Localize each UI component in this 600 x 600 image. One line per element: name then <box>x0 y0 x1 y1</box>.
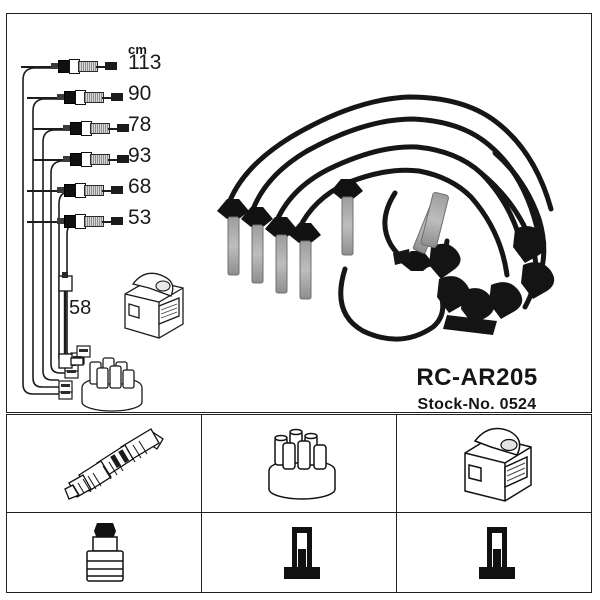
measurement-row: 90 <box>17 82 187 111</box>
legend-cell-spark-plug-boot <box>6 512 202 593</box>
wire-lead-graphic <box>17 178 127 204</box>
legend-cell-terminal-connector-right <box>396 512 592 593</box>
product-name: RC-AR205 <box>416 364 538 391</box>
ignition-wire-set-photo <box>195 69 595 354</box>
wire-lead-graphic <box>17 116 129 142</box>
measurement-length-label: 90 <box>128 82 152 105</box>
measurement-length-label: 93 <box>128 144 152 167</box>
wire-lead-graphic <box>17 147 129 173</box>
legend-cell-ignition-coil <box>396 414 592 513</box>
spark-plug-boot-icon <box>79 521 133 587</box>
measurement-row: 68 <box>17 175 187 204</box>
legend-cell-spark-plug <box>6 414 202 513</box>
short-lead-58 <box>51 272 131 372</box>
main-diagram-panel: cm <box>6 13 592 413</box>
terminal-connector-icon <box>280 525 324 583</box>
measurement-length-label: 113 <box>128 51 162 74</box>
measurement-length-label: 53 <box>128 206 152 229</box>
spark-plug-icon <box>35 425 175 503</box>
terminal-connector-icon <box>475 525 519 583</box>
measurement-row: 53 <box>17 206 187 235</box>
ignition-coil <box>115 266 193 344</box>
wire-lead-graphic <box>17 85 127 111</box>
measurement-length-label: 78 <box>128 113 152 136</box>
distributor-cap-icon <box>262 423 342 505</box>
measurement-row: 78 <box>17 113 187 142</box>
ignition-coil-icon <box>455 423 541 507</box>
legend-cell-distributor-cap <box>201 414 397 513</box>
measurement-row: 113 <box>17 51 187 80</box>
wire-lead-graphic <box>17 54 127 80</box>
distributor-cap <box>77 352 147 414</box>
legend-cell-terminal-connector-center <box>201 512 397 593</box>
stock-number: Stock-No. 0524 <box>417 396 537 413</box>
measurement-length-label: 68 <box>128 175 152 198</box>
measurement-row: 93 <box>17 144 187 173</box>
unit-header: cm <box>128 42 148 57</box>
lead-length-58-label: 58 <box>69 297 92 319</box>
wire-lead-graphic <box>17 209 127 235</box>
